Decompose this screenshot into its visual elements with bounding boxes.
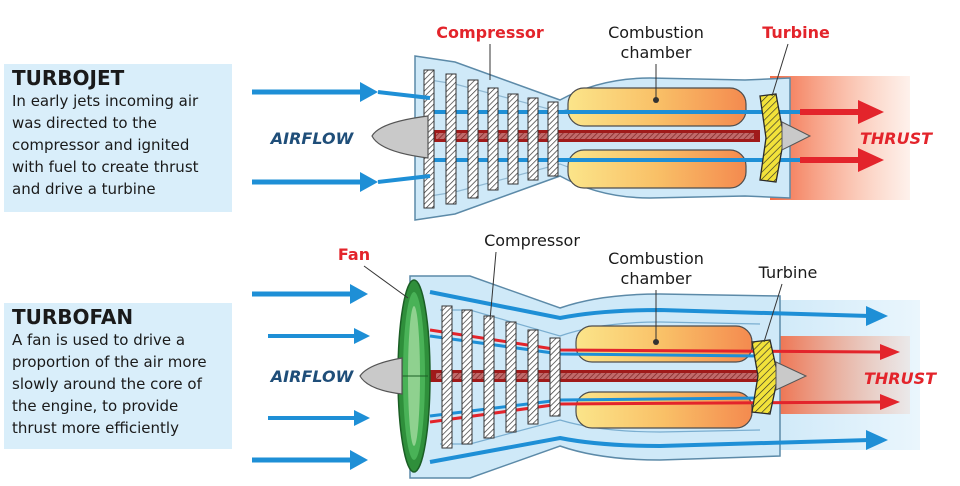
turbojet-tail-cone <box>781 121 812 151</box>
turbojet-panel: TURBOJET In early jets incoming air was … <box>4 64 232 212</box>
turbojet-intake-arrows <box>252 82 431 192</box>
turbojet-combustion-label-line2: chamber <box>621 43 692 62</box>
turbofan-description: A fan is used to drive a proportion of t… <box>12 331 207 437</box>
turbojet-turbine-leader <box>771 43 789 97</box>
turbofan-tail-cone <box>775 361 808 391</box>
turbofan-combustion-label-line1: Combustion <box>608 249 704 268</box>
turbojet-turbine-blades <box>759 93 785 183</box>
turbojet-airflow-label: AIRFLOW <box>269 129 355 148</box>
turbojet-combustion-chamber-upper <box>567 87 747 127</box>
turbofan-title: TURBOFAN <box>12 305 134 329</box>
turbojet-thrust-label: THRUST <box>860 129 933 148</box>
turbojet-combustion-chamber-lower <box>567 149 747 189</box>
turbofan-turbine-leader <box>763 283 783 343</box>
turbofan-panel: TURBOFAN A fan is used to drive a propor… <box>4 303 232 449</box>
turbojet-nose-cone <box>371 115 429 159</box>
turbojet-compressor-label: Compressor <box>436 23 544 42</box>
turbofan-thrust-label: THRUST <box>864 369 937 388</box>
turbojet-combustion-label-line1: Combustion <box>608 23 704 42</box>
turbofan-airflow-label: AIRFLOW <box>269 367 355 386</box>
turbofan-engine: Fan Compressor Combustion chamber Turbin… <box>252 231 937 479</box>
turbofan-turbine-blades <box>751 339 779 415</box>
turbofan-turbine-label: Turbine <box>758 263 818 282</box>
turbojet-title: TURBOJET <box>12 66 125 90</box>
turbofan-fan-label: Fan <box>338 245 370 264</box>
turbofan-intake-arrows <box>252 284 370 470</box>
turbofan-compressor-label: Compressor <box>484 231 580 250</box>
turbofan-nose-cone <box>359 357 403 395</box>
turbofan-bypass-arrows <box>429 290 888 464</box>
turbojet-turbine-label: Turbine <box>762 23 830 42</box>
turbofan-compressor-leader <box>489 251 497 321</box>
turbofan-combustion-label-line2: chamber <box>621 269 692 288</box>
turbojet-thrust-arrows <box>800 100 884 172</box>
turbojet-description: In early jets incoming air was directed … <box>12 92 199 198</box>
turbojet-engine: Compressor Combustion chamber Turbine AI… <box>252 23 933 221</box>
turbofan-fan-leader <box>363 265 409 299</box>
turbofan-compressor-blades <box>441 305 561 449</box>
